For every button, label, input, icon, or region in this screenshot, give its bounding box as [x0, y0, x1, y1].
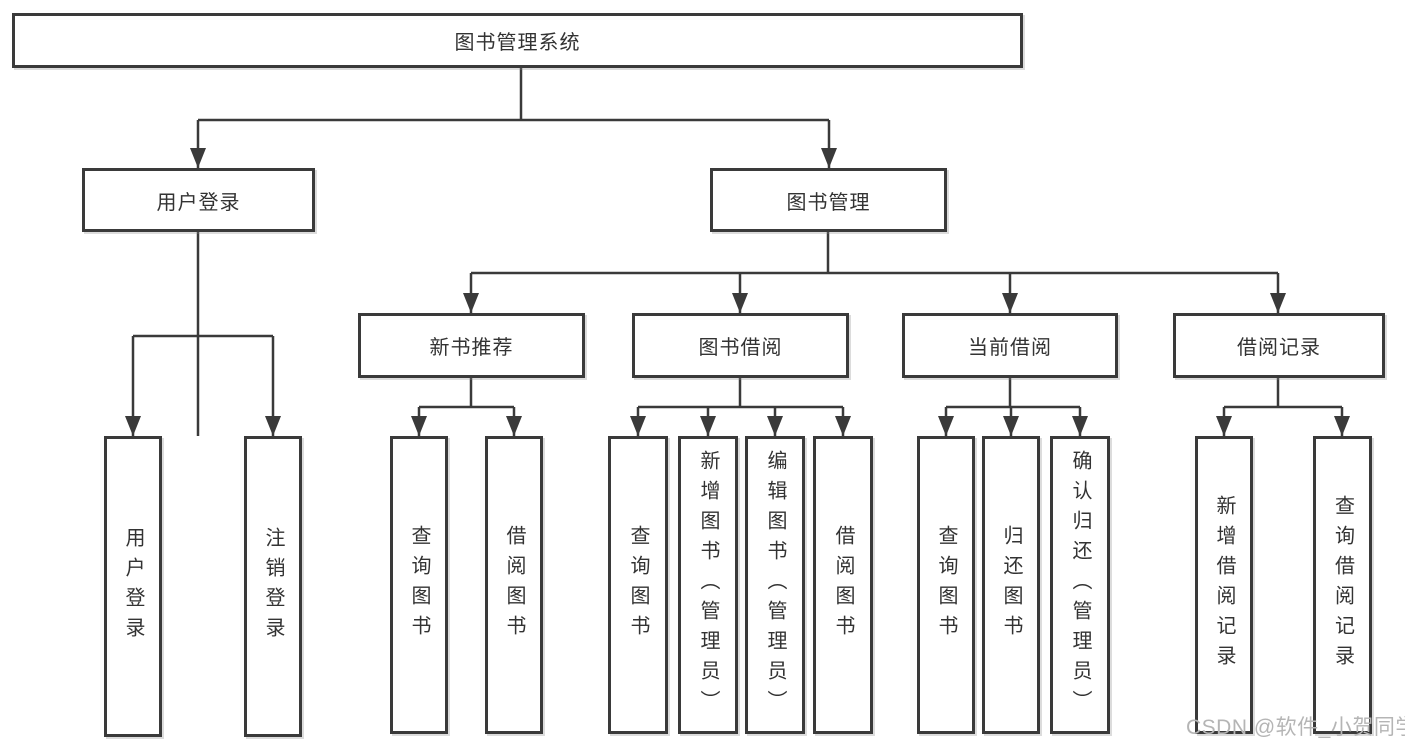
leaf-borrow-books-recommend: 借阅图书	[485, 436, 543, 734]
leaf-confirm-return-admin: 确认归还（管理员）	[1050, 436, 1110, 734]
node-label: 编辑图书（管理员）	[764, 450, 786, 720]
node-label: 查询图书	[627, 525, 649, 645]
node-label: 用户登录	[122, 526, 144, 647]
node-label: 查询借阅记录	[1331, 495, 1354, 675]
leaf-borrow-books: 借阅图书	[813, 436, 873, 734]
node-book-borrow: 图书借阅	[632, 313, 849, 378]
node-label: 图书管理系统	[454, 32, 581, 54]
leaf-query-borrow-record: 查询借阅记录	[1313, 436, 1372, 734]
node-label: 当前借阅	[968, 337, 1052, 359]
node-label: 确认归还（管理员）	[1069, 450, 1091, 720]
csdn-watermark: CSDN @软件_小贺同学	[1186, 716, 1405, 739]
leaf-query-books-recommend: 查询图书	[390, 436, 448, 734]
node-label: 借阅图书	[503, 525, 525, 645]
node-label: 新增借阅记录	[1213, 495, 1235, 675]
leaf-edit-book-admin: 编辑图书（管理员）	[745, 436, 805, 734]
leaf-return-books: 归还图书	[982, 436, 1040, 734]
node-label: 借阅记录	[1237, 337, 1321, 359]
leaf-add-borrow-record: 新增借阅记录	[1195, 436, 1253, 734]
node-label: 归还图书	[1000, 525, 1022, 645]
node-label: 查询图书	[935, 525, 957, 645]
leaf-add-book-admin: 新增图书（管理员）	[678, 436, 738, 734]
leaf-query-books-current: 查询图书	[917, 436, 975, 734]
node-label: 查询图书	[408, 525, 430, 645]
node-borrow-records: 借阅记录	[1173, 313, 1385, 378]
node-label: 图书借阅	[698, 337, 783, 359]
node-label: 借阅图书	[832, 525, 854, 645]
leaf-logout: 注销登录	[244, 436, 302, 737]
node-book-management: 图书管理	[710, 168, 947, 232]
node-user-login: 用户登录	[82, 168, 315, 232]
node-new-book-recommend: 新书推荐	[358, 313, 585, 378]
node-book-management-system: 图书管理系统	[12, 13, 1023, 68]
node-label: 新书推荐	[429, 337, 514, 359]
node-label: 图书管理	[786, 191, 871, 214]
leaf-user-login: 用户登录	[104, 436, 162, 737]
node-current-borrow: 当前借阅	[902, 313, 1118, 378]
node-label: 用户登录	[156, 191, 241, 214]
node-label: 新增图书（管理员）	[697, 450, 719, 720]
node-label: 注销登录	[262, 526, 284, 647]
leaf-query-books-borrow: 查询图书	[608, 436, 668, 734]
